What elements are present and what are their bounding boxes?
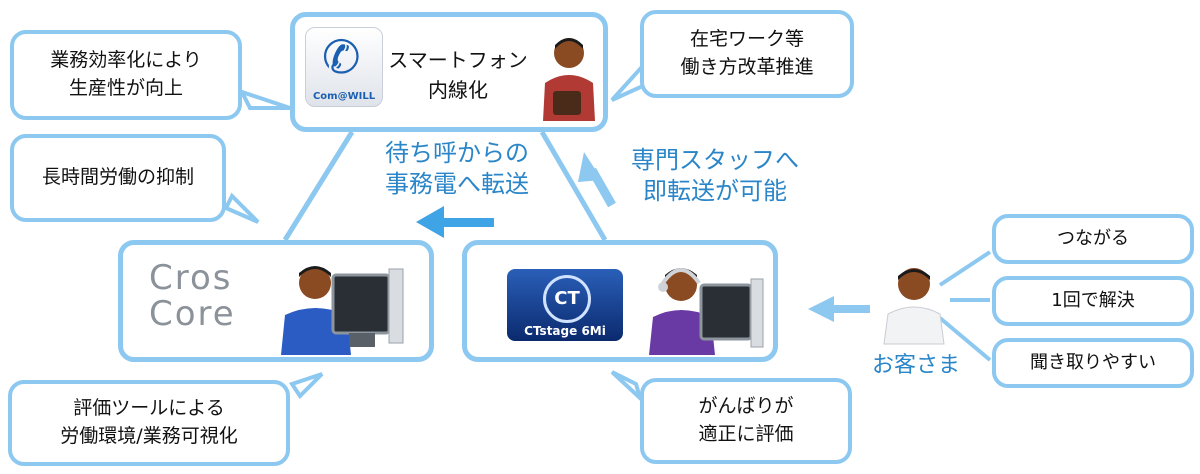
arrow-left-icon — [416, 206, 494, 238]
operator-at-pc-icon — [281, 266, 404, 355]
remote-work-bubble: 在宅ワーク等 働き方改革推進 — [640, 10, 854, 98]
customer-label: お客さま — [871, 353, 960, 378]
evaluation-bubble: 評価ツールによる 労働環境/業務可視化 — [8, 380, 290, 466]
phone-icon: ✆ — [322, 30, 361, 84]
connect-bubble: つながる — [992, 214, 1194, 264]
croscore-node: Cros Core — [118, 240, 434, 362]
customer-icon — [883, 268, 945, 345]
headset-operator-icon — [649, 268, 764, 355]
transfer-office-text: 待ち呼からの 事務電へ転送 — [385, 139, 529, 199]
ctstage-logo: CT CTstage 6Mi — [507, 269, 623, 341]
ctstage-node: CT CTstage 6Mi — [462, 240, 778, 362]
efficiency-bubble: 業務効率化により 生産性が向上 — [10, 30, 242, 120]
transfer-staff-text: 専門スタッフへ 即転送が可能 — [631, 146, 799, 206]
globe-icon: CT — [543, 275, 591, 323]
overtime-bubble: 長時間労働の抑制 — [10, 134, 226, 222]
croscore-logo: Cros Core — [149, 258, 236, 334]
business-person-icon — [543, 38, 595, 121]
arrow-customer-icon — [808, 296, 870, 322]
fair-evaluation-bubble: がんばりが 適正に評価 — [640, 378, 852, 464]
solve-bubble: 1回で解決 — [992, 276, 1194, 326]
ctstage-logo-text: CTstage 6Mi — [524, 324, 606, 338]
comwill-logo-text: Com@WILL — [312, 91, 376, 102]
hear-bubble: 聞き取りやすい — [992, 338, 1194, 388]
smartphone-extension-label: スマートフォン 内線化 — [388, 48, 528, 102]
smartphone-extension-node: ✆ Com@WILL スマートフォン 内線化 — [290, 12, 608, 132]
comwill-logo: ✆ Com@WILL — [305, 27, 383, 107]
arrow-up-icon — [578, 152, 616, 208]
